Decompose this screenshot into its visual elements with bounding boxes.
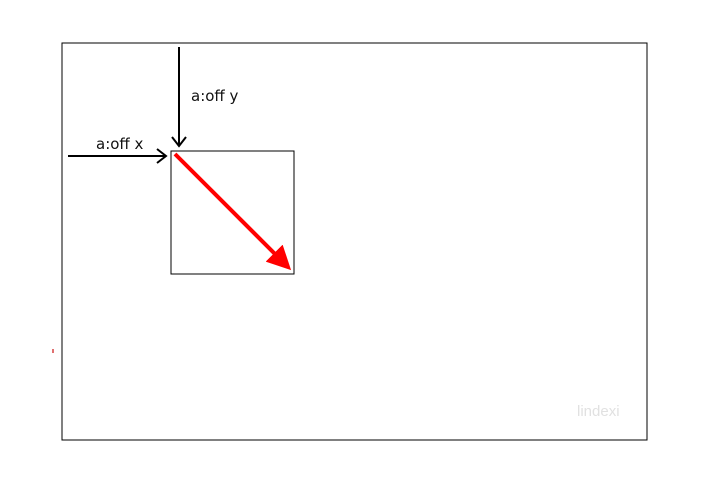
off-y-arrow (171, 47, 187, 148)
off-y-label: a:off y (191, 87, 239, 105)
red-diagonal-arrow (173, 152, 292, 271)
outer-frame (61, 42, 648, 441)
tiny-red-mark (52, 349, 54, 353)
watermark: lindexi (577, 403, 620, 420)
inner-shape-box (170, 150, 295, 275)
off-x-label: a:off x (96, 135, 144, 153)
off-x-arrow (68, 148, 168, 164)
